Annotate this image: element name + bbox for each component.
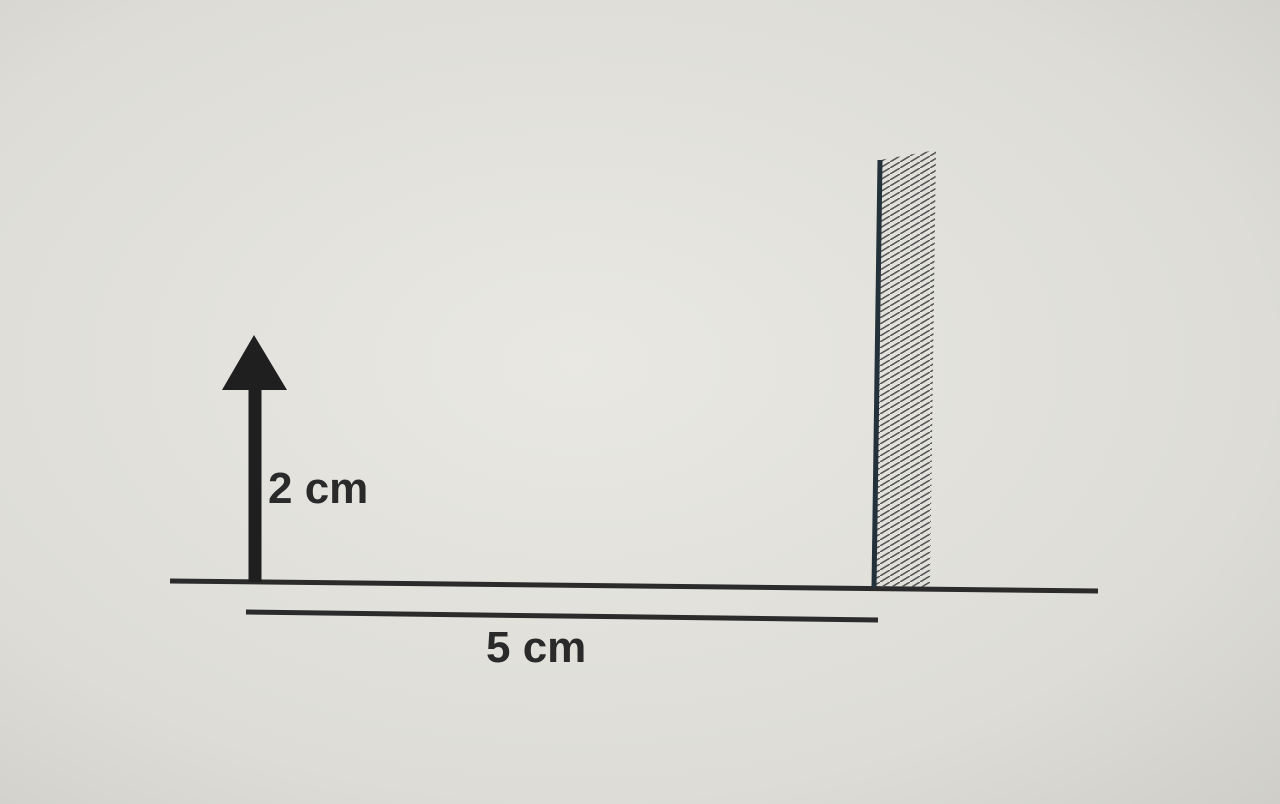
distance-label: 5 cm — [486, 623, 586, 672]
mirror-hatching — [874, 150, 936, 587]
object-arrow-head — [222, 335, 287, 390]
distance-measure-line — [245, 609, 879, 623]
plane-mirror — [871, 150, 936, 589]
object-arrow-icon — [222, 335, 287, 582]
mirror-reflecting-surface — [871, 159, 883, 589]
ground-line — [169, 578, 1099, 594]
object-height-label: 2 cm — [268, 464, 368, 513]
